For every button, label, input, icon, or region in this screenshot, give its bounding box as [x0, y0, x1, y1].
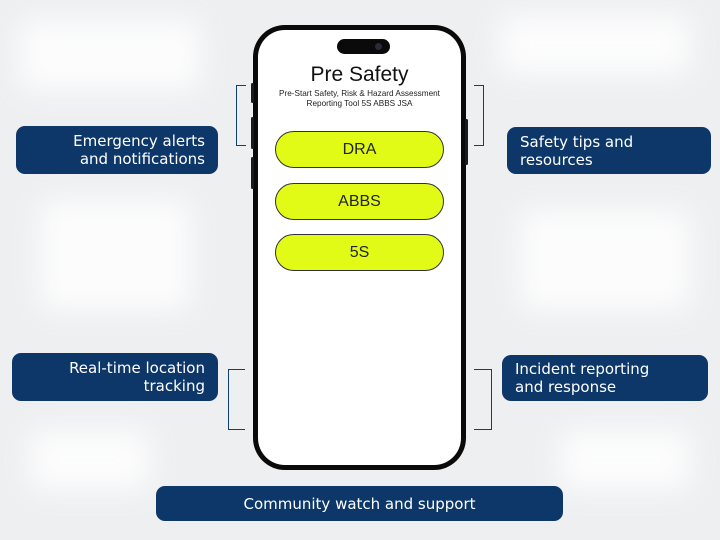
phone-mockup: Pre Safety Pre-Start Safety, Risk & Haza…: [251, 25, 468, 470]
community-watch-label: Community watch and support: [156, 486, 563, 521]
phone-volume-down: [251, 157, 254, 189]
emergency-alerts-line2: and notifications: [79, 150, 205, 168]
community-watch-text: Community watch and support: [243, 494, 476, 513]
phone-side-button: [251, 83, 254, 103]
safety-tips-bracket: [474, 85, 484, 146]
5s-button[interactable]: 5S: [275, 234, 444, 271]
incident-reporting-label: Incident reporting and response: [502, 355, 708, 401]
phone-power-button: [465, 119, 468, 165]
location-tracking-label: Real-time location tracking: [12, 353, 218, 401]
safety-tips-line1: Safety tips and: [520, 132, 634, 151]
app-subtitle-line1: Pre-Start Safety, Risk & Hazard Assessme…: [279, 89, 440, 98]
camera-icon: [375, 43, 382, 50]
emergency-alerts-line1: Emergency alerts: [73, 132, 205, 150]
incident-reporting-line1: Incident reporting: [515, 360, 650, 378]
location-tracking-line2: tracking: [143, 377, 205, 395]
location-tracking-line1: Real-time location: [69, 359, 205, 377]
app-subtitle: Pre-Start Safety, Risk & Hazard Assessme…: [268, 89, 451, 109]
safety-tips-line2: resources: [520, 150, 593, 169]
app-subtitle-line2: Reporting Tool 5S ABBS JSA: [306, 99, 413, 108]
abbs-button[interactable]: ABBS: [275, 183, 444, 220]
phone-screen: Pre Safety Pre-Start Safety, Risk & Haza…: [258, 30, 461, 465]
safety-tips-label: Safety tips and resources: [507, 127, 711, 174]
app-title: Pre Safety: [310, 63, 409, 86]
dra-button[interactable]: DRA: [275, 131, 444, 168]
emergency-alerts-bracket: [236, 85, 246, 146]
emergency-alerts-label: Emergency alerts and notifications: [16, 126, 218, 174]
incident-reporting-bracket: [474, 369, 492, 430]
location-tracking-bracket: [228, 369, 245, 430]
dynamic-island: [337, 39, 390, 54]
phone-volume-up: [251, 117, 254, 149]
incident-reporting-line2: and response: [515, 378, 617, 396]
